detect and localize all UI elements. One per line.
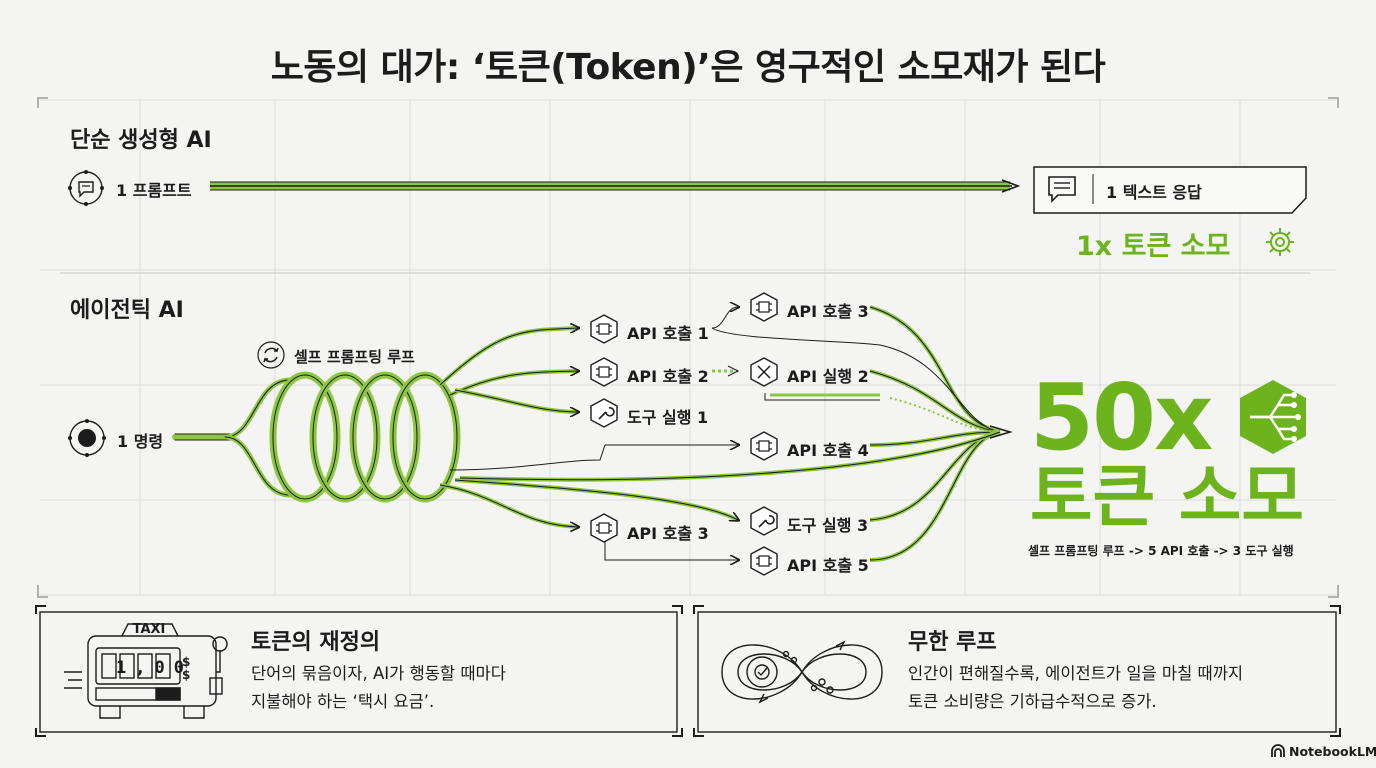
infinity-loop-icon <box>716 628 888 716</box>
taxi-sign: TAXI <box>132 622 166 637</box>
page-title: 노동의 대가: ‘토큰(Token)’은 영구적인 소모재가 된다 <box>270 47 1106 88</box>
node-api-call-2: API 호출 2 <box>627 367 709 386</box>
card-loop-body-line-2: 토큰 소비량은 기하급수적으로 증가. <box>908 692 1157 711</box>
frame-corners <box>37 97 1339 598</box>
simple-arrow <box>210 179 1021 193</box>
agentic-summary: 셀프 프롬프팅 루프 -> 5 API 호출 -> 3 도구 실행 <box>1028 544 1294 558</box>
command-label: 1 명령 <box>117 432 164 451</box>
record-dot-icon <box>68 419 106 457</box>
circuit-chip-icon <box>1236 378 1310 456</box>
card-frames <box>39 611 1337 733</box>
card-token-body-line-2: 지불해야 하는 ‘택시 요금’. <box>251 692 435 711</box>
agentic-consumption-multiplier: 50x <box>1030 364 1213 471</box>
response-label: 1 텍스트 응답 <box>1106 183 1202 202</box>
response-box <box>1033 166 1307 214</box>
meter-currency: $ $ <box>182 655 191 682</box>
notebooklm-logo-icon <box>1270 744 1286 758</box>
node-api-call-5: API 호출 5 <box>787 556 869 575</box>
card-token-body-line-1: 단어의 묶음이자, AI가 행동할 때마다 <box>251 664 506 683</box>
card-loop-title: 무한 루프 <box>908 630 997 655</box>
node-api-call-3-top: API 호출 3 <box>787 302 869 321</box>
node-tool-run-3: 도구 실행 3 <box>787 516 869 535</box>
node-api-call-4: API 호출 4 <box>787 441 869 460</box>
command-connector <box>172 377 293 498</box>
agentic-ai-heading: 에이전틱 AI <box>70 298 184 323</box>
footer-brand: NotebookLM <box>1289 744 1376 759</box>
chat-lines-icon <box>1046 174 1078 204</box>
node-api-exec-2: API 실행 2 <box>787 367 869 386</box>
simple-ai-heading: 단순 생성형 AI <box>70 128 212 153</box>
meter-digits: 1,00 <box>116 658 193 678</box>
chat-bubble-icon <box>68 170 104 206</box>
agentic-consumption-text: 토큰 소모 <box>1030 458 1304 537</box>
gear-icon <box>1264 226 1296 258</box>
card-token-title: 토큰의 재정의 <box>251 630 381 655</box>
refresh-icon <box>256 340 286 370</box>
self-prompting-loop <box>269 371 461 503</box>
node-api-call-3-bottom: API 호출 3 <box>627 524 709 543</box>
card-loop-body-line-1: 인간이 편해질수록, 에이전트가 일을 마칠 때까지 <box>908 664 1244 683</box>
converge-connectors <box>459 305 1013 562</box>
loop-label: 셀프 프롬프팅 루프 <box>294 348 415 366</box>
prompt-label: 1 프롬프트 <box>116 181 192 200</box>
node-tool-run-1: 도구 실행 1 <box>627 408 709 427</box>
node-api-call-1: API 호출 1 <box>627 324 709 343</box>
taxi-meter-icon <box>60 620 236 728</box>
simple-consumption: 1x 토큰 소모 <box>1076 231 1231 262</box>
card-corner-ticks <box>35 605 1341 737</box>
branch-connectors <box>438 307 881 560</box>
